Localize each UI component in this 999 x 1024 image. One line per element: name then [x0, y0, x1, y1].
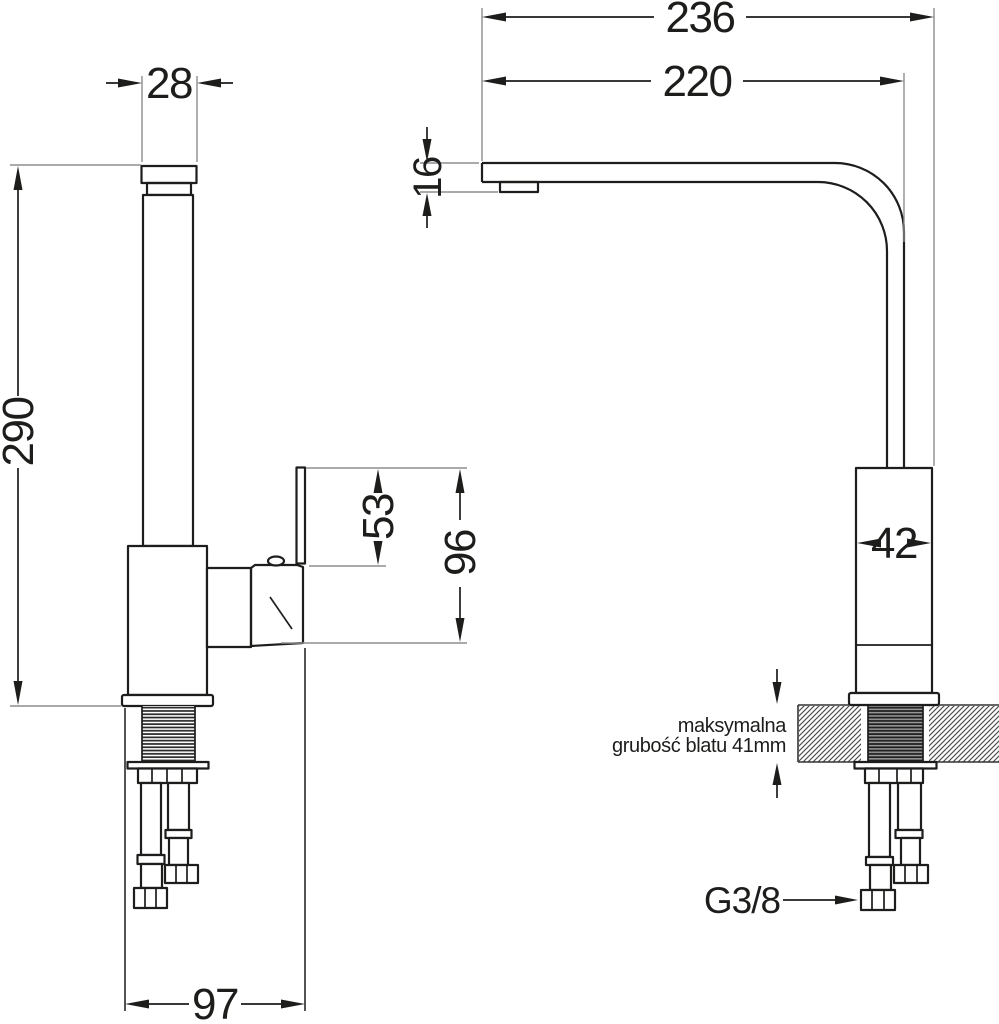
arrow-head: [772, 763, 782, 785]
dim-label-42: 42: [871, 519, 917, 568]
spout-column: [141, 193, 195, 548]
hose-fittings: [136, 767, 199, 785]
base-flange: [120, 693, 215, 708]
supply-hose-short: [163, 781, 200, 885]
extension-line: [481, 8, 935, 466]
hatch-gap-left: [861, 706, 868, 762]
dim-rear-height: 96: [281, 469, 485, 644]
dim-label-220: 220: [663, 57, 732, 106]
extension-line: [124, 648, 306, 1011]
arrow-head: [907, 538, 931, 548]
arrow-head: [422, 193, 432, 216]
supply-hose-long: [132, 781, 169, 910]
extension-line: [141, 76, 198, 162]
mounting-thread: [141, 706, 196, 762]
side-view: [120, 164, 307, 910]
cartridge-housing: [249, 563, 305, 648]
arrow-head: [455, 469, 465, 493]
arrow-head: [455, 618, 465, 642]
arrow-head: [13, 166, 23, 190]
hose-nut: [163, 863, 200, 885]
aerator: [498, 180, 540, 194]
faucet-body: [854, 466, 934, 695]
spout-arm: [480, 161, 906, 468]
housing-edge: [269, 596, 293, 630]
dim-base-depth: 97: [124, 648, 306, 1024]
arrow-head: [910, 12, 934, 22]
dim-column-width: 28: [106, 59, 233, 162]
lever-blade: [295, 466, 307, 565]
note-line-1: maksymalna: [678, 715, 788, 737]
extension-line: [420, 162, 498, 193]
arrow-head: [422, 139, 432, 162]
arrow-head: [118, 78, 142, 88]
arrow-head: [197, 78, 221, 88]
hatch-gap-right: [922, 706, 929, 762]
thread-spec-label: G3/8: [704, 880, 780, 921]
handle-lever: [249, 466, 307, 648]
arrow-head: [482, 12, 506, 22]
arrow-head: [835, 895, 858, 905]
dim-label-290: 290: [0, 398, 43, 467]
column-cap: [140, 164, 198, 185]
mounting-thread: [867, 706, 924, 762]
dim-spout-tip-height: 16: [406, 127, 498, 228]
supply-hose-long: [859, 781, 897, 912]
column-collar: [145, 181, 193, 197]
arrow-head: [373, 541, 383, 565]
front-view: [480, 161, 999, 912]
supply-hose-short: [892, 781, 930, 885]
arrow-head: [880, 76, 904, 86]
dim-body-width: 42: [857, 519, 931, 568]
dim-label-53: 53: [354, 494, 403, 540]
arrow-head: [772, 682, 782, 704]
dim-total-projection: 236: [481, 0, 935, 466]
hose-nut: [892, 863, 930, 885]
hose-nut: [859, 888, 897, 912]
arrow-head: [482, 76, 506, 86]
hose-fittings: [863, 767, 925, 785]
dim-label-16: 16: [406, 157, 450, 199]
arrow-head: [125, 999, 149, 1009]
valve-neck: [205, 566, 253, 649]
arrow-head: [13, 681, 23, 705]
dim-label-236: 236: [666, 0, 735, 42]
extension-line: [306, 467, 467, 567]
dim-spout-reach: 220: [482, 57, 905, 242]
dim-handle-drop: 53: [306, 467, 467, 567]
dim-label-97: 97: [192, 980, 238, 1024]
arrow-head: [373, 469, 383, 493]
arrow-head: [281, 999, 305, 1009]
hose-nut: [132, 886, 169, 910]
dim-label-96: 96: [436, 530, 485, 576]
countertop-thickness-note: maksymalna grubość blatu 41mm: [612, 669, 788, 798]
extension-line: [10, 164, 141, 707]
note-line-2: grubość blatu 41mm: [612, 735, 786, 757]
thread-spec-callout: G3/8: [704, 880, 858, 921]
dim-column-height: 290: [0, 164, 141, 707]
mixer-body: [126, 544, 209, 697]
dim-label-28: 28: [146, 59, 192, 108]
arrow-head: [857, 538, 881, 548]
base-flange: [847, 691, 941, 707]
handle-button: [266, 555, 286, 567]
